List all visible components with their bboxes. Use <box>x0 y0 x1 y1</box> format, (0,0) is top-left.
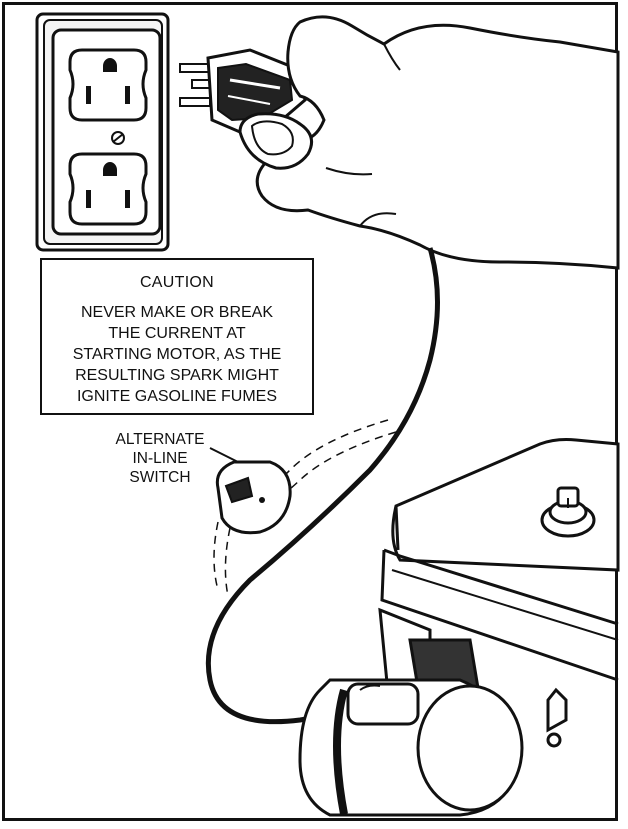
switch-label: ALTERNATE IN-LINE SWITCH <box>80 430 240 487</box>
caution-line: THE CURRENT AT <box>52 323 302 344</box>
caution-line: IGNITE GASOLINE FUMES <box>52 386 302 407</box>
receptacle-top <box>70 50 146 120</box>
caution-box: CAUTION NEVER MAKE OR BREAK THE CURRENT … <box>40 258 314 415</box>
switch-label-line: ALTERNATE <box>80 430 240 449</box>
engine-assembly <box>300 440 618 816</box>
switch-label-line: SWITCH <box>80 468 240 487</box>
hand <box>240 17 618 268</box>
receptacle-bottom <box>70 154 146 224</box>
caution-message: NEVER MAKE OR BREAK THE CURRENT AT START… <box>42 302 312 407</box>
caution-line: NEVER MAKE OR BREAK <box>52 302 302 323</box>
duplex-outlet <box>37 14 168 250</box>
switch-label-line: IN-LINE <box>80 449 240 468</box>
caution-title: CAUTION <box>42 274 312 292</box>
caution-line: RESULTING SPARK MIGHT <box>52 365 302 386</box>
caution-line: STARTING MOTOR, AS THE <box>52 344 302 365</box>
